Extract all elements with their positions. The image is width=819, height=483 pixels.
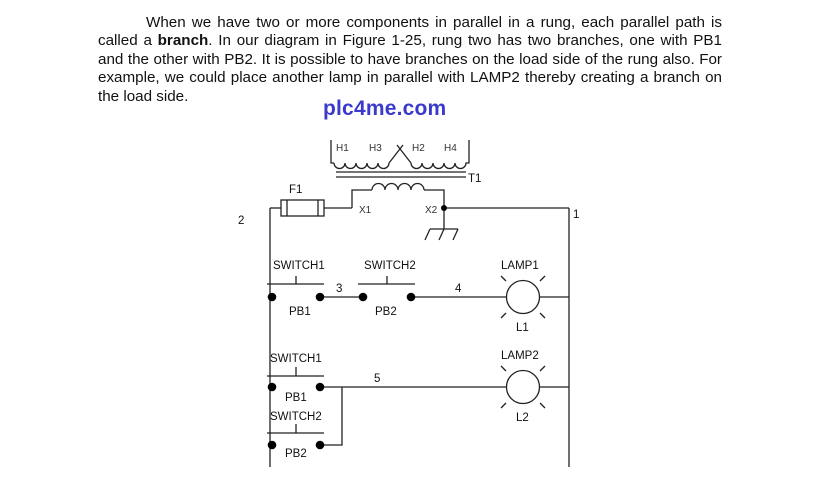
pushbutton-pb1-rung3 xyxy=(267,367,324,377)
rung2-switch1-label: SWITCH1 xyxy=(273,260,325,272)
rung2-pb1-label: PB1 xyxy=(289,306,311,318)
transformer-secondary xyxy=(351,182,445,208)
rung3-switch1-label: SWITCH1 xyxy=(270,353,322,365)
wire-number-1: 1 xyxy=(573,209,579,221)
lamp2-device-label: L2 xyxy=(516,412,529,424)
contact-terminal xyxy=(406,292,416,302)
rung2-pb2-label: PB2 xyxy=(375,306,397,318)
rung3-switch2-label: SWITCH2 xyxy=(270,411,322,423)
rung3-pb1-label: PB1 xyxy=(285,392,307,404)
lamp1-device-label: L1 xyxy=(516,322,529,334)
rung2-switch2-label: SWITCH2 xyxy=(364,260,416,272)
junction-dot xyxy=(441,205,447,211)
fuse-symbol xyxy=(280,199,325,217)
lamp2-label: LAMP2 xyxy=(501,350,539,362)
wire-number-3: 3 xyxy=(336,283,342,295)
terminal-x2-label: X2 xyxy=(425,205,438,216)
lamp1-symbol xyxy=(500,275,546,319)
watermark: plc4me.com xyxy=(323,97,447,120)
terminal-h3-label: H3 xyxy=(369,143,382,154)
pushbutton-pb2-rung2 xyxy=(358,276,415,285)
wire-number-4: 4 xyxy=(455,283,462,295)
contact-terminal xyxy=(358,292,368,302)
terminal-h1-label: H1 xyxy=(336,143,349,154)
terminal-h4-label: H4 xyxy=(444,143,457,154)
wire-number-2: 2 xyxy=(238,215,244,227)
pushbutton-pb1-rung2 xyxy=(267,276,324,285)
paragraph-text-start: When we have two or more components in p… xyxy=(98,14,722,50)
lamp2-symbol xyxy=(500,365,546,409)
terminal-h2-label: H2 xyxy=(412,143,425,154)
transformer-label: T1 xyxy=(468,173,481,185)
lamp1-label: LAMP1 xyxy=(501,260,539,272)
rung3-pb2-label: PB2 xyxy=(285,448,307,460)
wire-number-5: 5 xyxy=(374,373,380,385)
paragraph-bold-term: branch xyxy=(157,32,209,50)
contact-terminal xyxy=(315,440,325,450)
terminal-x1-label: X1 xyxy=(359,205,372,216)
paragraph-text-end: . In our diagram in Figure 1-25, rung tw… xyxy=(98,32,722,105)
contact-terminal xyxy=(267,440,277,450)
branch-wire xyxy=(320,387,343,446)
contact-terminal xyxy=(267,382,277,392)
contact-terminal xyxy=(267,292,277,302)
ground-symbol xyxy=(424,208,459,241)
contact-terminal xyxy=(315,292,325,302)
fuse-label: F1 xyxy=(289,184,302,196)
contact-terminal xyxy=(315,382,325,392)
pushbutton-pb2-rung3 xyxy=(267,424,324,434)
transformer-primary xyxy=(330,140,470,170)
body-paragraph: When we have two or more components in p… xyxy=(98,14,722,106)
